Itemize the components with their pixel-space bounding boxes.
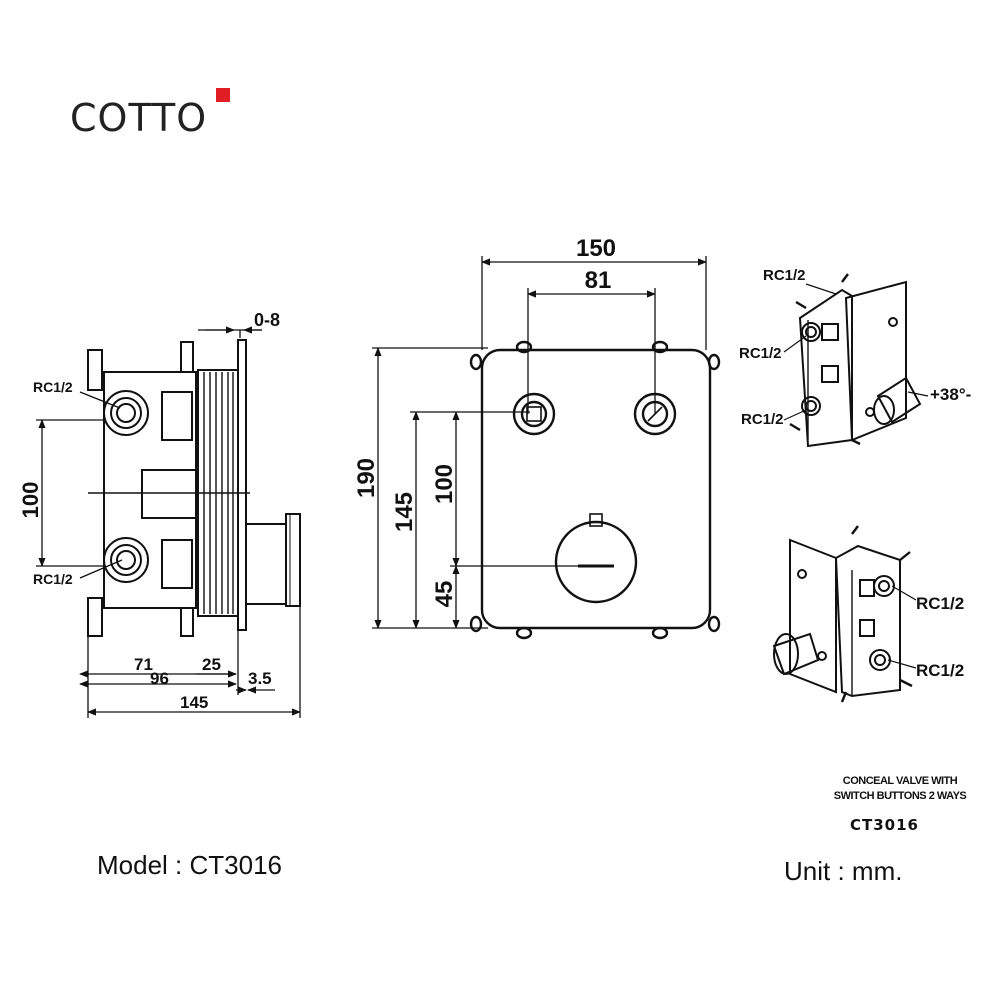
front-lug — [469, 353, 483, 371]
front-lug — [469, 615, 483, 633]
dim-label: 3.5 — [248, 669, 272, 688]
iso-cover-plate — [789, 538, 837, 694]
iso-cover-plate — [844, 280, 907, 442]
port-label: RC1/2 — [739, 345, 782, 362]
iso-inner-box — [821, 365, 839, 383]
iso-handle-knob — [873, 395, 895, 425]
brand-logo: COTTO — [70, 88, 230, 140]
iso-screw-hole — [888, 317, 898, 327]
iso-handle — [772, 632, 820, 676]
front-plate — [480, 348, 712, 630]
front-lug — [707, 353, 721, 371]
title-line: CONCEAL VALVE WITH — [842, 775, 958, 787]
side-tab-bottom-right — [180, 607, 194, 637]
dim-label: 0-8 — [254, 310, 280, 330]
port-label: RC1/2 — [916, 594, 964, 613]
iso-port — [869, 649, 891, 671]
switch-button-left — [512, 392, 556, 436]
side-handle — [245, 523, 287, 605]
unit-label: Unit : mm. — [784, 856, 903, 886]
iso-screw-hole — [865, 407, 875, 417]
brand-square-icon — [216, 88, 230, 102]
side-port-top — [103, 390, 149, 436]
iso-screw-hole — [797, 569, 807, 579]
iso-inner-box — [859, 619, 875, 637]
model-label: Model : CT3016 — [97, 850, 282, 880]
port-label: RC1/2 — [741, 411, 784, 428]
iso-inner-box — [821, 323, 839, 341]
iso-view-bottom — [772, 525, 913, 703]
side-inner-box — [161, 539, 193, 589]
iso-top-leaders — [783, 283, 929, 421]
side-inner-box — [161, 391, 193, 441]
port-label: RC1/2 — [33, 571, 73, 587]
side-tab-top-left — [87, 349, 103, 391]
iso-box-body — [798, 288, 853, 448]
iso-bottom-leaders — [887, 585, 917, 669]
side-inner-box — [141, 469, 197, 519]
dim-label: 145 — [180, 693, 208, 712]
iso-port — [801, 396, 821, 416]
dim-label: 100 — [431, 464, 458, 504]
side-handle-knob — [285, 513, 301, 607]
title-block: CONCEAL VALVE WITH SWITCH BUTTONS 2 WAYS — [800, 774, 1000, 804]
iso-screw-hole — [817, 651, 827, 661]
dim-label: 71 — [134, 655, 153, 674]
brand-name: COTTO — [70, 96, 208, 140]
dim-label: 25 — [202, 655, 221, 674]
front-lug — [651, 626, 669, 640]
front-view-dimensions — [372, 256, 707, 629]
port-label: RC1/2 — [33, 379, 73, 395]
temperature-knob — [554, 513, 638, 604]
side-view — [87, 339, 301, 637]
dim-label: 150 — [576, 235, 616, 262]
front-view-labels: 150 81 190 145 100 45 — [353, 235, 616, 607]
iso-box-body — [834, 544, 901, 698]
iso-handle-knob — [773, 633, 799, 675]
dim-label: 96 — [150, 669, 169, 688]
side-tab-bottom-left — [87, 597, 103, 637]
iso-view-top — [789, 273, 922, 448]
side-view-dimensions — [36, 326, 301, 718]
iso-port — [873, 575, 895, 597]
title-line: SWITCH BUTTONS 2 WAYS — [833, 790, 967, 802]
port-label: RC1/2 — [916, 661, 964, 680]
front-lug — [515, 340, 533, 354]
angle-label: +38°- — [930, 385, 971, 404]
iso-port — [801, 322, 821, 342]
dim-label: 81 — [585, 267, 612, 294]
side-cover-plate — [237, 339, 247, 631]
front-lug — [515, 626, 533, 640]
side-tab-top-right — [180, 341, 194, 373]
port-label: RC1/2 — [763, 267, 806, 284]
dim-label: 190 — [353, 458, 380, 498]
iso-bottom-labels: RC1/2 RC1/2 — [916, 594, 964, 680]
iso-top-labels: RC1/2 RC1/2 RC1/2 +38°- — [739, 267, 971, 428]
front-view — [469, 340, 721, 640]
iso-handle — [876, 376, 922, 424]
dim-label: 100 — [18, 482, 43, 519]
side-port-bottom — [103, 537, 149, 583]
title-block-code: CT3016 — [850, 816, 919, 834]
front-lug — [707, 615, 721, 633]
side-view-labels: RC1/2 RC1/2 0-8 100 71 96 25 3.5 145 — [18, 310, 280, 712]
dim-label: 145 — [391, 492, 418, 532]
front-lug — [651, 340, 669, 354]
iso-inner-box — [859, 579, 875, 597]
dim-label: 45 — [431, 581, 458, 608]
